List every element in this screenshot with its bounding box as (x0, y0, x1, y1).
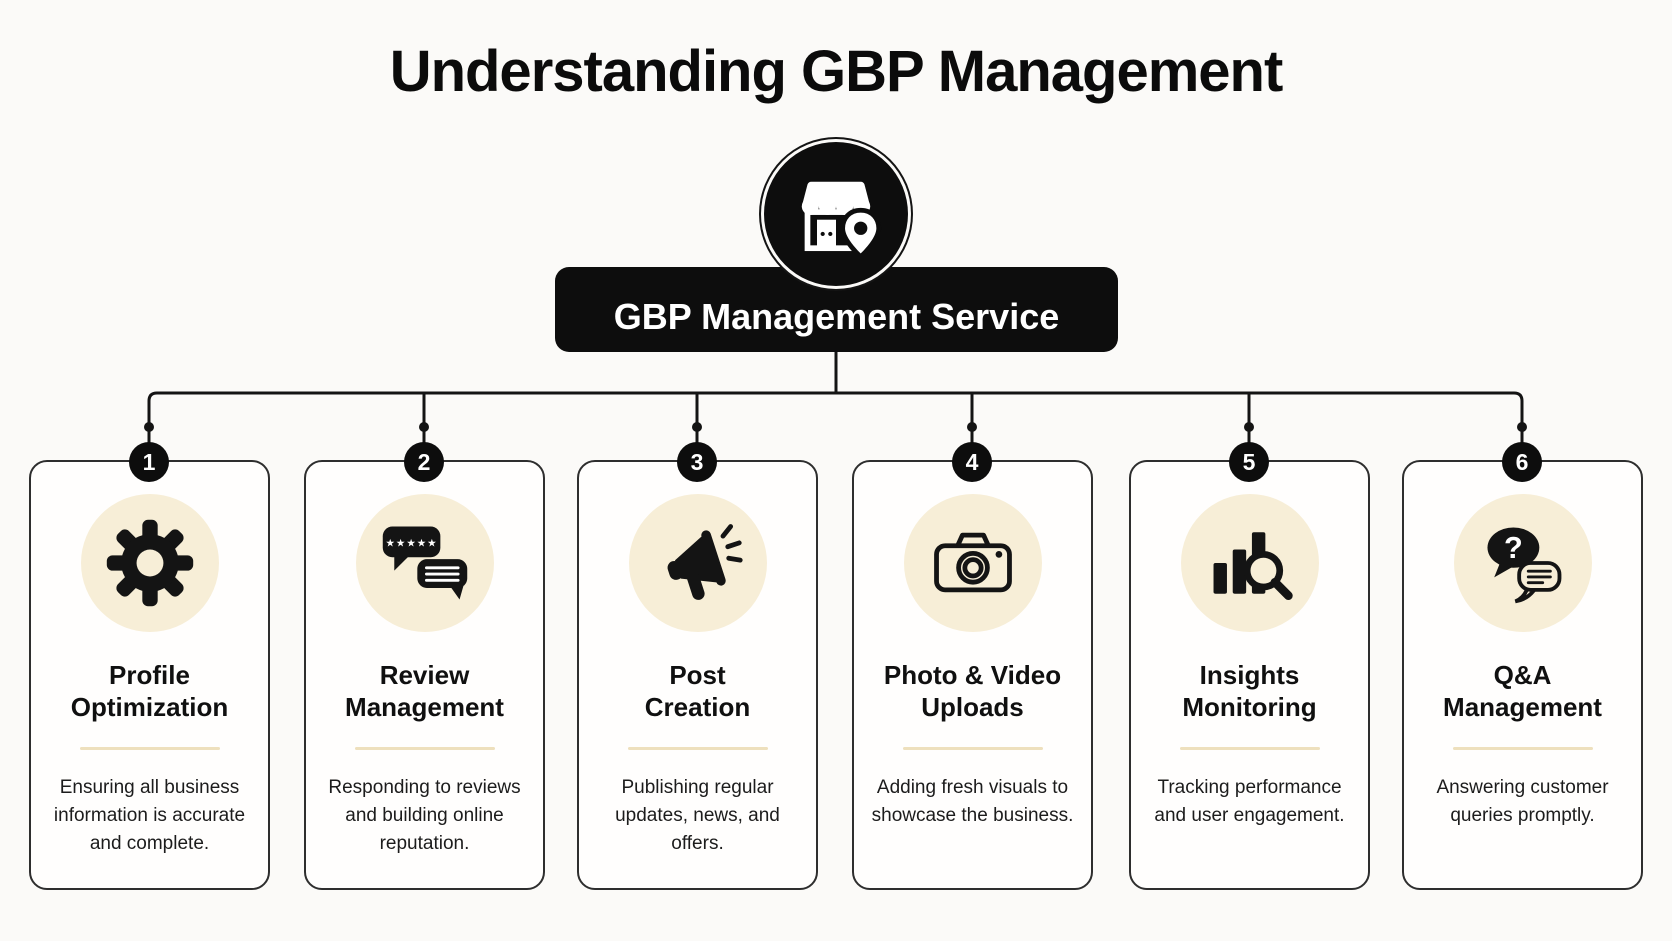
card-divider (1179, 747, 1320, 750)
icon-disc (80, 494, 219, 632)
card-divider (902, 747, 1043, 750)
card-divider (354, 747, 495, 750)
gear-icon (106, 519, 193, 607)
icon-disc (628, 494, 767, 632)
step-badge-4: 4 (952, 442, 992, 482)
icon-disc (1180, 494, 1319, 632)
card-divider (79, 747, 220, 750)
step-badge-2: 2 (404, 442, 444, 482)
card-description: Answering customer queries promptly. (1436, 777, 1609, 826)
page-title: Understanding GBP Management (389, 39, 1284, 104)
card-description: Publishing regular updates, news, and of… (615, 777, 780, 854)
card-divider (1452, 747, 1593, 750)
review-star-bubbles-icon: ★★★★★ (382, 526, 467, 600)
icon-disc: ★★★★★ (355, 494, 494, 632)
storefront-location-pin-icon (801, 181, 882, 260)
svg-text:★★★★★: ★★★★★ (385, 538, 437, 550)
hub-circle (764, 142, 908, 286)
icon-disc (903, 494, 1042, 632)
hub-label: GBP Management Service (613, 295, 1060, 337)
card-divider (627, 747, 768, 750)
step-badge-1: 1 (129, 442, 169, 482)
step-badge-3: 3 (677, 442, 717, 482)
card-description: Tracking performance and user engagement… (1154, 777, 1345, 826)
step-badge-6: 6 (1502, 442, 1542, 482)
camera-icon (933, 532, 1012, 593)
question-answer-bubbles-icon: ? (1486, 527, 1561, 604)
bar-chart-magnifier-icon (1213, 532, 1293, 600)
card-description: Ensuring all business information is acc… (53, 777, 246, 854)
icon-disc: ? (1453, 494, 1592, 632)
step-badge-5: 5 (1229, 442, 1269, 482)
card-description: Adding fresh visuals to showcase the bus… (871, 777, 1074, 826)
card-description: Responding to reviews and building onlin… (328, 777, 521, 854)
megaphone-icon (667, 524, 743, 600)
svg-text:?: ? (1504, 530, 1523, 565)
